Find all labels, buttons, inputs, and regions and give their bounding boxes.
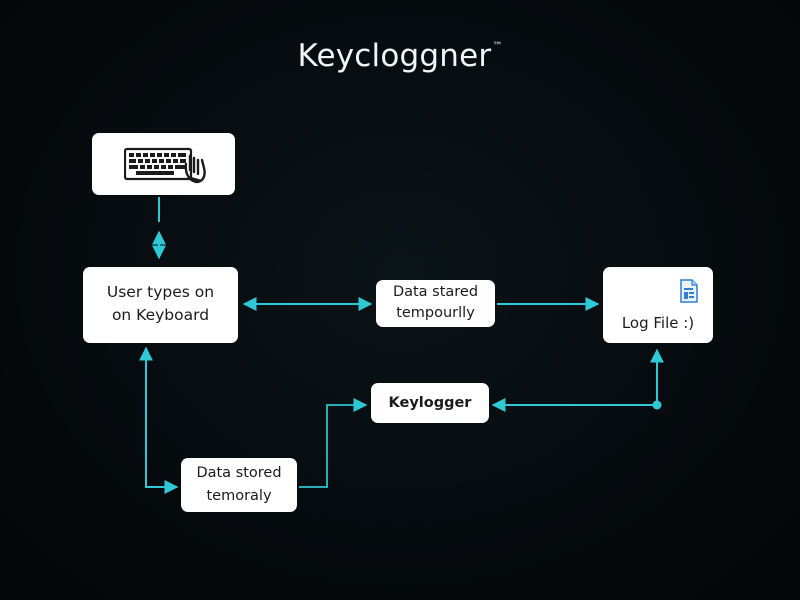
data-stored-bottom-line2: temoraly (206, 488, 272, 504)
data-stored-top-node: Data stared tempourlly (376, 280, 495, 327)
log-file-node: Log File :) (603, 267, 713, 343)
data-stored-top-label: Data stared tempourlly (376, 282, 495, 324)
data-stored-top-line2: tempourlly (396, 305, 475, 321)
user-types-node: User types on on Keyboard (83, 267, 238, 343)
keylogger-node: Keylogger (371, 383, 489, 423)
data-stored-bottom-line1: Data stored (196, 465, 282, 481)
user-types-line1: User types on (106, 283, 215, 301)
document-icon (680, 279, 698, 303)
trademark-mark: ™ (492, 41, 503, 52)
data-stored-bottom-label: Data stored temoraly (181, 462, 297, 508)
connector-tempbottom-keylogger (299, 398, 368, 488)
keylogger-label: Keylogger (388, 395, 472, 411)
user-types-line2: on Keyboard (111, 306, 210, 324)
connector-usertypes-tempbottom (139, 346, 179, 494)
diagram-title: Keycloggner™ (0, 38, 800, 74)
connector-junction-dot (652, 400, 662, 410)
data-stored-bottom-node: Data stored temoraly (181, 458, 297, 512)
data-stored-top-line1: Data stared (392, 284, 479, 300)
title-text: Keycloggner (297, 38, 492, 74)
log-file-label: Log File :) (621, 314, 695, 332)
keyboard-node (92, 133, 235, 195)
keyboard-hand-icon (124, 147, 206, 184)
user-types-label: User types on on Keyboard (83, 281, 238, 327)
